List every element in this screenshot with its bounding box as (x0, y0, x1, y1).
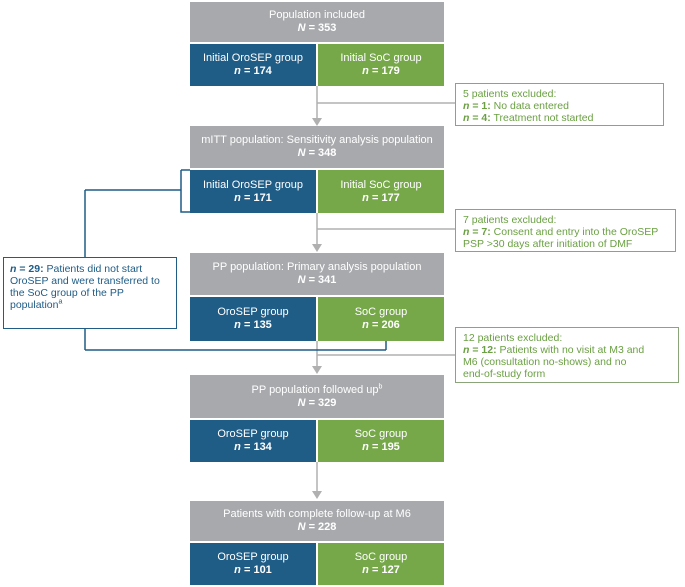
footnote-marker: a (58, 298, 63, 306)
stage-5-soc-box: SoC group n = 127 (318, 543, 444, 585)
transfer-text: Patients did not start OroSEP and were t… (10, 263, 160, 311)
count-symbol: n (10, 263, 17, 275)
group-label: Initial SoC group (340, 52, 422, 64)
count-symbol: n (234, 65, 241, 77)
exclusion-note-2: 7 patients excluded: n = 7: Consent and … (455, 209, 676, 252)
transfer-path (84, 169, 387, 351)
group-label: OroSEP group (217, 551, 289, 563)
stage-title: Patients with complete follow-up at M6 (223, 508, 411, 520)
count-symbol: n (234, 319, 241, 331)
count-value: = 12: (472, 344, 497, 356)
exclusion-note-1: 5 patients excluded: n = 1: No data ente… (455, 83, 664, 126)
stage-3-orosep-box: OroSEP group n = 135 (190, 297, 316, 341)
stage-1-orosep-box: Initial OroSEP group n = 174 (190, 44, 316, 86)
stage-4-soc-box: SoC group n = 195 (318, 420, 444, 462)
footnote-marker: b (378, 382, 383, 390)
count-symbol: n (362, 319, 369, 331)
exclusion-note-3: 12 patients excluded: n = 12: Patients w… (455, 327, 679, 383)
count-symbol: n (463, 226, 470, 238)
stage-5-orosep-box: OroSEP group n = 101 (190, 543, 316, 585)
arrowhead-3 (312, 366, 322, 374)
count-symbol: n (362, 564, 369, 576)
note-heading: 12 patients excluded: (463, 332, 563, 344)
total-value: = 341 (308, 274, 337, 286)
group-label: SoC group (354, 551, 408, 563)
count-value: = 195 (371, 441, 400, 453)
total-symbol: N (297, 22, 306, 34)
count-value: = 101 (243, 564, 272, 576)
total-symbol: N (297, 521, 306, 533)
stage-4-header: PP population followed upb N = 329 (190, 375, 444, 418)
note-heading: 7 patients excluded: (463, 214, 557, 226)
stage-title: PP population followed up (251, 383, 379, 396)
note-line: M6 (consultation no-shows) and no (463, 356, 627, 368)
stage-2-soc-box: Initial SoC group n = 177 (318, 170, 444, 213)
total-symbol: N (297, 274, 306, 286)
note-line: n = 7: Consent and entry into the OroSEP (463, 226, 668, 238)
stage-3-soc-box: SoC group n = 206 (318, 297, 444, 341)
stage-1-soc-box: Initial SoC group n = 179 (318, 44, 444, 86)
reason-text: Treatment not started (490, 112, 594, 124)
stage-3-header: PP population: Primary analysis populati… (190, 253, 444, 295)
count-symbol: n (463, 344, 470, 356)
count-symbol: n (463, 112, 470, 124)
count-value: = 29: (19, 263, 44, 275)
stage-title: PP population: Primary analysis populati… (212, 261, 422, 273)
group-label: Initial OroSEP group (202, 52, 304, 64)
total-value: = 228 (308, 521, 337, 533)
stage-2-header: mITT population: Sensitivity analysis po… (190, 126, 444, 168)
stage-title: Population included (268, 9, 366, 21)
count-value: = 4: (472, 112, 491, 124)
total-value: = 353 (308, 22, 337, 34)
count-symbol: n (463, 100, 470, 112)
reason-text: No data entered (490, 100, 569, 112)
note-heading: 5 patients excluded: (463, 88, 557, 100)
count-symbol: n (362, 65, 369, 77)
arrowhead-4 (312, 491, 322, 499)
arrowhead-1 (312, 118, 322, 126)
total-symbol: N (297, 147, 306, 159)
arrowhead-2 (312, 244, 322, 252)
stage-title: mITT population: Sensitivity analysis po… (201, 134, 433, 146)
count-symbol: n (234, 564, 241, 576)
count-value: = 179 (371, 65, 400, 77)
count-value: = 206 (371, 319, 400, 331)
note-line: PSP >30 days after initiation of DMF (463, 238, 633, 250)
count-symbol: n (362, 191, 369, 204)
stage-1-header: Population included N = 353 (190, 2, 444, 42)
count-symbol: n (234, 441, 241, 453)
group-label: Initial SoC group (340, 178, 422, 191)
count-value: = 177 (371, 191, 400, 204)
group-label: Initial OroSEP group (202, 178, 304, 191)
transfer-note: n = 29: Patients did not start OroSEP an… (3, 257, 177, 329)
total-value: = 329 (308, 396, 337, 409)
group-label: SoC group (354, 306, 408, 318)
count-value: = 127 (371, 564, 400, 576)
stage-5-header: Patients with complete follow-up at M6 N… (190, 501, 444, 541)
count-value: = 171 (243, 191, 272, 204)
note-line: n = 12: Patients with no visit at M3 and (463, 344, 671, 356)
count-value: = 134 (243, 441, 272, 453)
group-label: SoC group (354, 428, 408, 440)
count-value: = 1: (472, 100, 491, 112)
count-symbol: n (362, 441, 369, 453)
total-symbol: N (297, 396, 306, 409)
reason-text: Consent and entry into the OroSEP (490, 226, 659, 238)
count-value: = 135 (243, 319, 272, 331)
total-value: = 348 (308, 147, 337, 159)
stage-2-orosep-box: Initial OroSEP group n = 171 (190, 170, 316, 213)
count-value: = 174 (243, 65, 272, 77)
note-line: n = 1: No data entered (463, 100, 656, 112)
group-label: OroSEP group (217, 306, 289, 318)
group-label: OroSEP group (217, 428, 289, 440)
note-line: end-of-study form (463, 368, 546, 380)
reason-text: Patients with no visit at M3 and (496, 344, 645, 356)
note-line: n = 4: Treatment not started (463, 112, 656, 124)
stage-4-orosep-box: OroSEP group n = 134 (190, 420, 316, 462)
count-symbol: n (234, 191, 241, 204)
count-value: = 7: (472, 226, 491, 238)
